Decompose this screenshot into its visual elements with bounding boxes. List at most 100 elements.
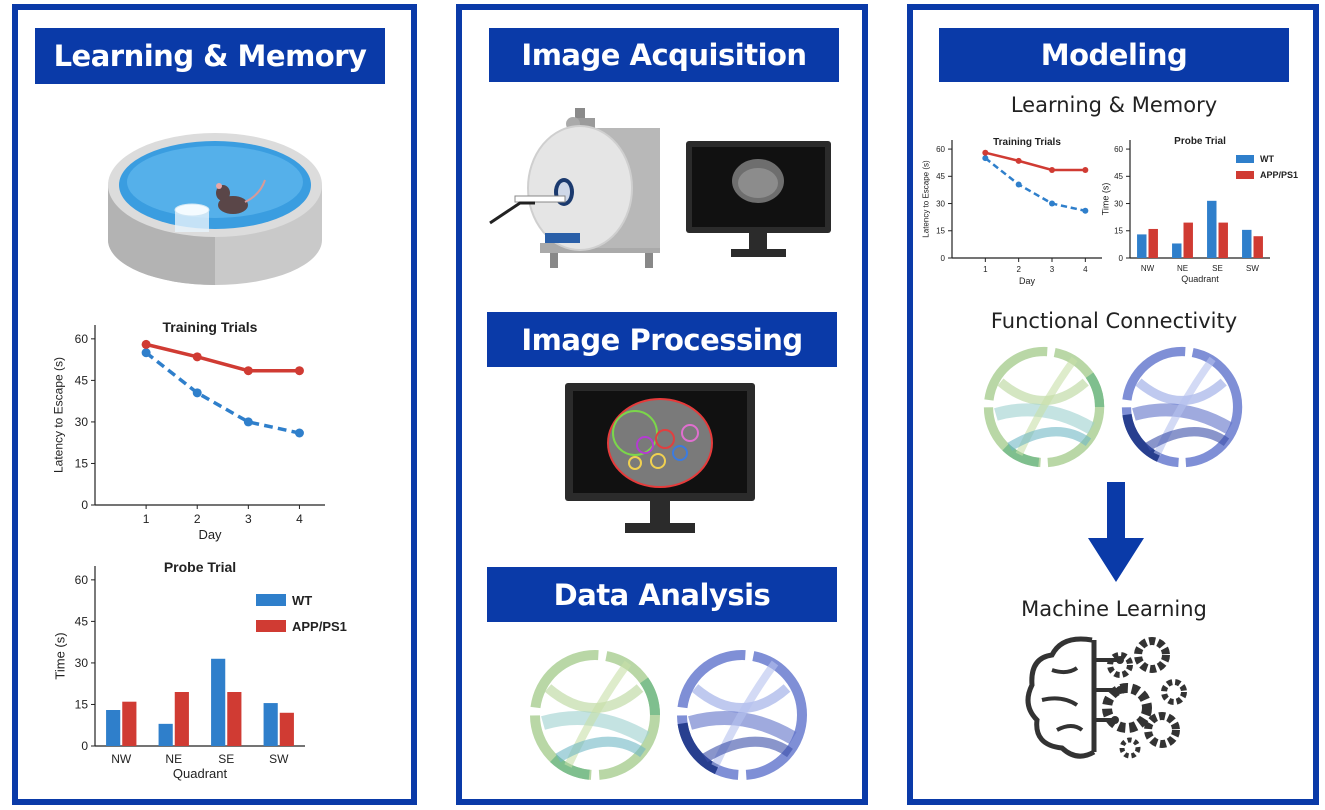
data-point (192, 352, 202, 362)
legend-label: APP/PS1 (1260, 170, 1298, 180)
chart-title: Probe Trial (1174, 136, 1226, 147)
legend-label: APP/PS1 (292, 619, 347, 634)
x-tick-label: NE (1177, 264, 1188, 273)
x-tick-label: 1 (983, 265, 988, 274)
x-tick-label: NW (1141, 264, 1155, 273)
legend-swatch (1236, 171, 1254, 179)
y-tick-label: 0 (941, 254, 946, 263)
y-tick-label: 15 (936, 227, 945, 236)
x-tick-label: SW (1246, 264, 1259, 273)
bar-wt (106, 710, 121, 746)
y-tick-label: 45 (75, 374, 89, 388)
legend-swatch (256, 594, 286, 606)
series-line-appps1 (145, 342, 300, 373)
y-tick-label: 60 (75, 573, 89, 587)
y-tick-label: 0 (1119, 254, 1124, 263)
legend-swatch (256, 620, 286, 632)
data-point (1015, 157, 1022, 164)
data-point (982, 155, 989, 162)
data-point (1082, 166, 1089, 173)
bar-wt (211, 658, 226, 746)
x-tick-label: NE (165, 752, 182, 766)
x-tick-label: 3 (245, 512, 252, 526)
chart-title: Training Trials (163, 319, 258, 335)
data-point (141, 348, 151, 358)
bar-appps1 (1218, 222, 1228, 258)
data-point (141, 339, 151, 349)
data-point (1015, 181, 1022, 188)
y-tick-label: 30 (1114, 199, 1123, 208)
brain-gears-icon (1025, 636, 1187, 759)
learning-memory-banner: Learning & Memory (35, 28, 385, 84)
y-tick-label: 15 (75, 457, 89, 471)
bar-wt (1137, 234, 1147, 258)
modeling-banner: Modeling (939, 28, 1289, 82)
segmented-brain-monitor-illustration (565, 383, 755, 533)
chord-diagram-blue-small (1121, 346, 1243, 468)
bar-wt (263, 703, 278, 746)
y-tick-label: 45 (75, 615, 89, 629)
chart-title: Probe Trial (164, 559, 236, 575)
y-tick-label: 60 (75, 332, 89, 346)
y-tick-label: 15 (1114, 227, 1123, 236)
learning-memory-subheading: Learning & Memory (1010, 93, 1218, 117)
series-line-wt (145, 351, 300, 435)
legend-swatch (1236, 155, 1254, 163)
data-point (294, 366, 304, 376)
x-tick-label: NW (111, 752, 132, 766)
series-line-wt (984, 157, 1086, 213)
image-acquisition-banner: Image Acquisition (489, 28, 839, 82)
chart-title: Training Trials (993, 137, 1061, 148)
bar-appps1 (1253, 236, 1263, 258)
bar-wt (1172, 243, 1182, 258)
bar-wt (158, 723, 173, 746)
data-point (294, 428, 304, 438)
image-processing-banner: Image Processing (487, 312, 837, 367)
water-maze-illustration (108, 133, 322, 285)
series-line-appps1 (985, 151, 1086, 172)
data-point (982, 149, 989, 156)
bar-wt (1242, 229, 1252, 258)
x-tick-label: SW (269, 752, 289, 766)
x-axis-label: Day (198, 527, 222, 542)
x-axis-label: Quadrant (173, 766, 228, 781)
legend-label: WT (292, 593, 312, 608)
x-tick-label: 1 (143, 512, 150, 526)
y-tick-label: 15 (75, 698, 89, 712)
data-point (1049, 200, 1055, 207)
down-arrow-icon (1088, 482, 1144, 582)
machine-learning-subheading: Machine Learning (1021, 597, 1207, 621)
mri-scanner-illustration (489, 108, 660, 268)
x-tick-label: 4 (296, 512, 303, 526)
y-tick-label: 60 (1114, 145, 1123, 154)
y-axis-label: Latency to Escape (s) (52, 357, 66, 473)
y-tick-label: 30 (75, 656, 89, 670)
x-tick-label: SE (218, 752, 234, 766)
bar-appps1 (1148, 228, 1158, 258)
x-tick-label: 2 (1016, 265, 1021, 274)
functional-connectivity-subheading: Functional Connectivity (990, 309, 1238, 333)
y-tick-label: 0 (81, 739, 88, 753)
bar-appps1 (174, 692, 189, 746)
data-point (192, 388, 202, 398)
x-axis-label: Quadrant (1181, 274, 1219, 284)
x-axis-label: Day (1019, 276, 1036, 286)
y-axis-label: Time (s) (53, 632, 68, 679)
y-tick-label: 60 (936, 145, 945, 154)
chord-diagram-green-small (983, 346, 1105, 468)
data-point (243, 366, 253, 376)
bar-appps1 (227, 692, 242, 746)
x-tick-label: SE (1212, 264, 1223, 273)
x-tick-label: 4 (1083, 265, 1088, 274)
x-tick-label: 3 (1050, 265, 1055, 274)
x-tick-label: 2 (194, 512, 201, 526)
data-analysis-banner: Data Analysis (487, 567, 837, 622)
chord-diagram-green (530, 650, 660, 780)
data-point (1049, 166, 1055, 173)
chord-diagram-blue (677, 650, 807, 780)
y-tick-label: 30 (936, 199, 945, 208)
